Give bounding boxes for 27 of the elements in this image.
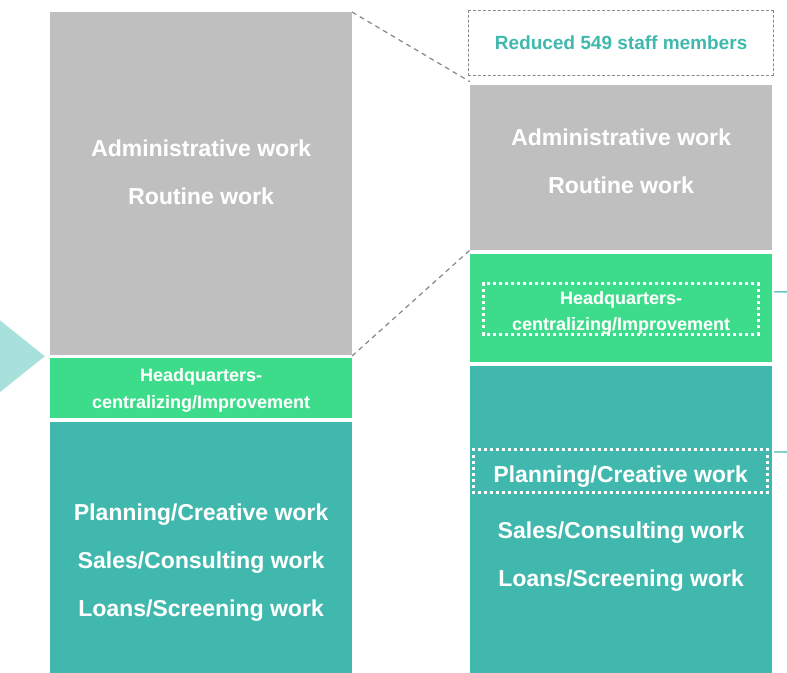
block-label: Sales/Consulting work [498, 516, 744, 545]
work-block [50, 358, 352, 418]
work-block [50, 422, 352, 673]
block-label: Sales/Consulting work [78, 546, 324, 575]
projection-line [352, 11, 470, 82]
highlight-box [472, 448, 769, 494]
projection-line [352, 250, 470, 357]
block-label: Routine work [128, 182, 274, 211]
block-label: Administrative work [511, 123, 731, 152]
block-label: Routine work [548, 171, 694, 200]
block-label: Planning/Creative work [493, 460, 748, 488]
block-label: Headquarters- centralizing/Improvement [90, 364, 312, 414]
work-block [470, 366, 772, 673]
block-label: Headquarters- centralizing/Improvement [510, 287, 732, 336]
work-block [470, 85, 772, 250]
block-label: Loans/Screening work [498, 564, 744, 593]
block-label: Planning/Creative work [74, 498, 328, 527]
block-label: Administrative work [91, 134, 311, 163]
leader-line [774, 451, 787, 453]
highlight-box [482, 282, 760, 336]
block-label: Loans/Screening work [78, 594, 324, 623]
leader-line [774, 291, 787, 292]
callout-box [468, 10, 774, 76]
chevron-arrow [0, 320, 45, 392]
block-label: Reduced 549 staff members [494, 32, 748, 56]
work-block [50, 12, 352, 355]
work-block [470, 254, 772, 362]
